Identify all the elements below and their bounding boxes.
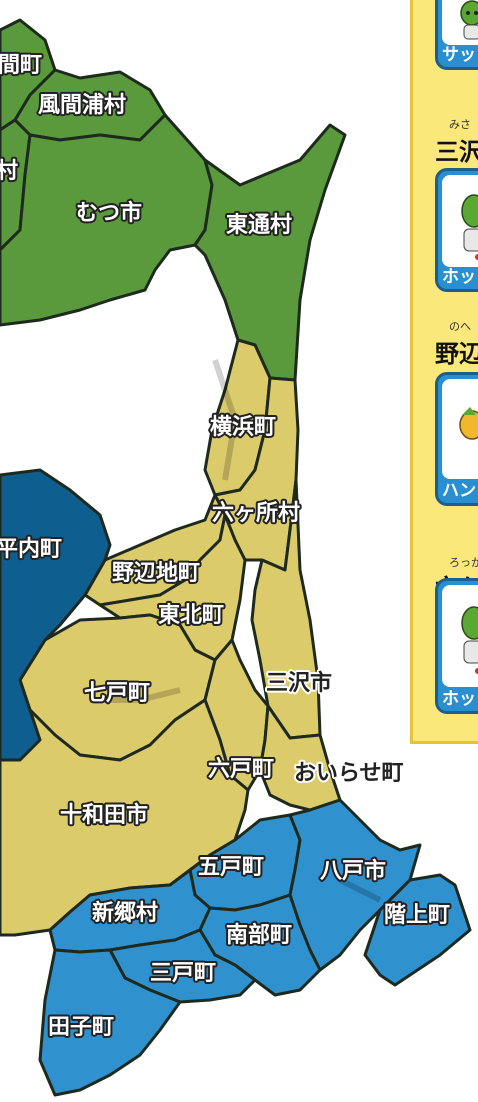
card-title: 野辺: [435, 340, 478, 368]
card-ruby: ろっか: [449, 556, 478, 569]
region-hashikami[interactable]: [363, 873, 472, 987]
label-hachinohe: 八戸市: [320, 858, 386, 884]
label-kazamaura: 風間浦村: [38, 92, 126, 118]
card-ruby: のへ: [449, 320, 471, 333]
label-sai: 村: [0, 159, 18, 184]
label-misawa: 三沢市: [266, 670, 332, 696]
card-title: 三沢: [435, 138, 478, 166]
mascot-card[interactable]: ホッ: [435, 578, 478, 714]
label-mutsu: むつ市: [76, 200, 142, 226]
mascot-card-label: ホッ: [442, 267, 476, 287]
label-hashikami: 階上町: [384, 903, 450, 928]
mascot-icon: [461, 194, 478, 260]
label-towada: 十和田市: [60, 802, 148, 828]
mascot-card-label: サッ: [442, 45, 476, 65]
mascot-card[interactable]: ホッ: [435, 168, 478, 292]
mascot-image-area: [442, 175, 478, 267]
label-oirase: おいらせ町: [294, 761, 404, 786]
region-hiranai[interactable]: [0, 468, 112, 762]
mascot-card-label: ホッ: [442, 689, 476, 709]
label-gonohe: 五戸町: [198, 855, 264, 880]
label-rokkasho: 六ヶ所村: [212, 501, 300, 526]
card-ruby: みさ: [449, 118, 471, 131]
mascot-image-area: [442, 585, 478, 687]
mascot-image-area: [442, 0, 478, 45]
mascot-icon: [460, 0, 478, 40]
label-yokohama: 横浜町: [210, 415, 276, 440]
mascot-card-label: ハント: [442, 481, 478, 501]
mascot-panel: サッ みさ 三沢 ホッ のへ 野辺 ハント: [410, 0, 478, 744]
region-misawa[interactable]: [250, 478, 322, 740]
region-takko[interactable]: [38, 948, 182, 1097]
region-mutsu[interactable]: [0, 113, 214, 327]
label-noheji: 野辺地町: [112, 561, 200, 586]
label-takko: 田子町: [48, 1015, 114, 1040]
label-oma: 間町: [0, 53, 42, 78]
mascot-image-area: [442, 379, 478, 479]
label-higashidori: 東通村: [226, 213, 292, 238]
label-shingo: 新郷村: [92, 900, 158, 926]
mascot-icon: [461, 606, 478, 674]
label-tohoku: 東北町: [158, 603, 224, 628]
label-shichinohe: 七戸町: [84, 681, 150, 706]
mascot-card[interactable]: サッ: [435, 0, 478, 70]
label-sannohe: 三戸町: [150, 961, 216, 986]
label-nanbu: 南部町: [226, 922, 292, 948]
mascot-card[interactable]: ハント: [435, 372, 478, 506]
label-hiranai: 平内町: [0, 537, 62, 562]
label-rokunohe: 六戸町: [208, 757, 274, 782]
mascot-icon: [459, 407, 478, 440]
region-higashidori[interactable]: [193, 123, 347, 382]
